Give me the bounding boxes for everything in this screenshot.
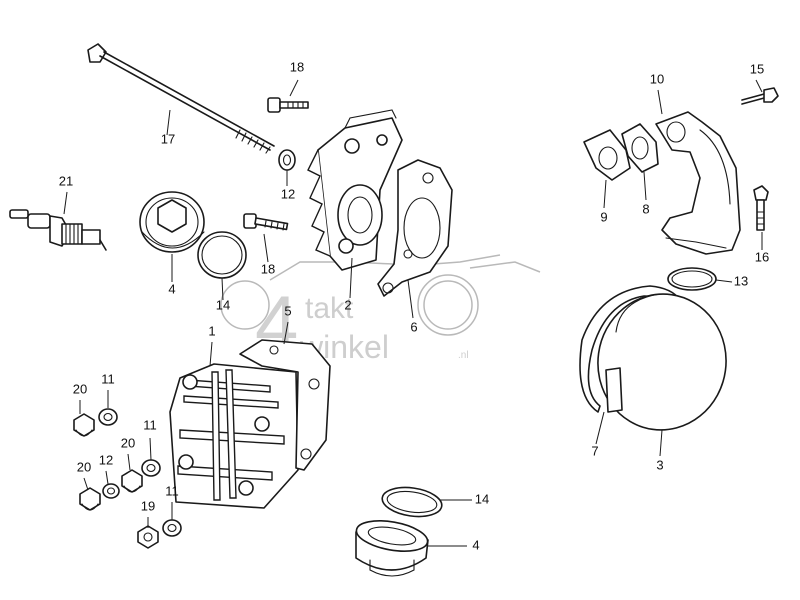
callout-14-upper: 14 — [216, 297, 230, 312]
part-18-bolt-lower — [243, 213, 289, 231]
part-4-cap-upper — [139, 191, 205, 253]
part-12-washer-2 — [102, 483, 120, 499]
part-11-washer-2 — [141, 459, 161, 477]
part-14-o-ring-upper — [197, 231, 247, 279]
part-11-washer-3 — [162, 519, 182, 537]
callout-12-upper: 12 — [281, 186, 295, 201]
callout-7: 7 — [591, 443, 598, 458]
part-2-head-block — [307, 109, 403, 271]
part-21-spark-plug — [9, 209, 107, 251]
part-9-insulator-plate — [583, 129, 631, 181]
callout-13: 13 — [734, 273, 748, 288]
part-4-cap-lower — [355, 520, 429, 577]
part-20-acorn-nut-3 — [79, 487, 101, 511]
part-5-head-gasket — [239, 339, 331, 471]
callout-2: 2 — [344, 297, 351, 312]
callout-11-c: 11 — [165, 483, 179, 498]
part-3-air-cleaner-cover — [597, 293, 727, 431]
callout-14-lower: 14 — [475, 491, 489, 506]
part-17-stud-bolt — [87, 43, 275, 154]
part-10-intake-pipe — [655, 111, 741, 255]
callout-11-a: 11 — [101, 371, 115, 386]
callout-12-lower: 12 — [99, 452, 113, 467]
callout-20-a: 20 — [73, 381, 87, 396]
part-20-acorn-nut-1 — [73, 413, 95, 437]
watermark-line1: takt — [305, 292, 354, 325]
callout-3: 3 — [656, 457, 663, 472]
callout-19: 19 — [141, 498, 155, 513]
callout-4-lower: 4 — [472, 537, 479, 552]
callout-18-lower: 18 — [261, 261, 275, 276]
part-20-acorn-nut-2 — [121, 469, 143, 493]
part-15-bolt — [741, 87, 779, 105]
callout-17: 17 — [161, 131, 175, 146]
part-13-o-ring — [667, 267, 717, 291]
watermark: 4 takt winkel .nl — [220, 254, 541, 367]
part-6-gasket — [377, 159, 453, 297]
callout-4-upper: 4 — [168, 281, 175, 296]
callout-6: 6 — [410, 319, 417, 334]
part-11-washer-1 — [98, 408, 118, 426]
part-18-bolt-upper — [267, 97, 309, 113]
watermark-suffix: .nl — [458, 350, 469, 361]
part-1-cylinder-head — [169, 363, 299, 509]
part-8-gasket — [621, 123, 659, 173]
callout-8: 8 — [642, 201, 649, 216]
callout-10: 10 — [650, 71, 664, 86]
callout-5: 5 — [284, 303, 291, 318]
callout-20-b: 20 — [121, 435, 135, 450]
callout-11-b: 11 — [143, 417, 157, 432]
callout-16: 16 — [755, 249, 769, 264]
callout-1: 1 — [208, 323, 215, 338]
callout-9: 9 — [600, 209, 607, 224]
watermark-moped-icon — [220, 254, 541, 336]
leader-lines — [63, 79, 763, 547]
callout-21: 21 — [59, 173, 73, 188]
part-16-bolt — [753, 185, 769, 231]
callout-labels: 17 18 12 21 4 14 18 2 6 1 5 20 11 11 20 … — [59, 59, 769, 552]
part-7-cover-gasket — [579, 285, 681, 413]
part-14-o-ring-lower — [381, 486, 443, 518]
part-19-nut — [137, 525, 159, 549]
callout-20-c: 20 — [77, 459, 91, 474]
callout-15: 15 — [750, 61, 764, 76]
part-12-washer-top — [278, 149, 296, 171]
callout-18-upper: 18 — [290, 59, 304, 74]
